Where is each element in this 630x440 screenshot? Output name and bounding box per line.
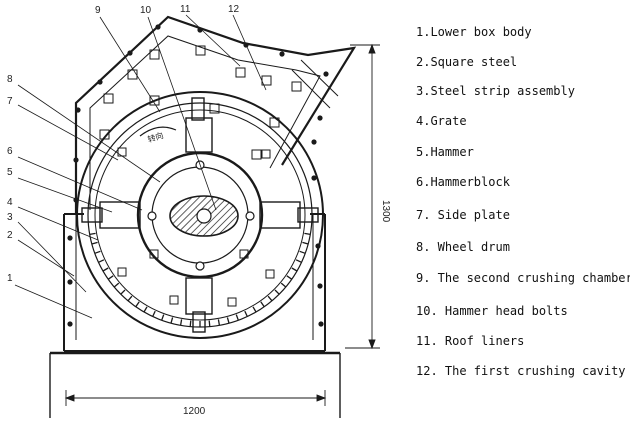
grate-bar: [235, 314, 239, 321]
grate-bar: [94, 250, 101, 254]
grate-bar: [120, 289, 126, 295]
callout-2: 2: [7, 230, 13, 241]
legend-item: 10. Hammer head bolts: [416, 304, 568, 318]
grate-bar: [98, 259, 105, 263]
legend-item: 12. The first crushing cavity: [416, 364, 626, 378]
grate-bar: [152, 310, 156, 317]
foundation: [49, 351, 341, 418]
callout-5: 5: [7, 167, 13, 178]
width-dimension: [64, 390, 327, 406]
grate-bar: [286, 275, 293, 280]
grate-bar: [274, 289, 280, 295]
grate-bar: [226, 317, 230, 324]
grate-bar: [135, 301, 140, 308]
grate-bar: [304, 232, 311, 236]
callout-8: 8: [7, 74, 13, 85]
legend-item: 11. Roof liners: [416, 334, 525, 348]
legend-item: 8. Wheel drum: [416, 240, 510, 254]
legend-item: 9. The second crushing chamber: [416, 271, 630, 285]
callout-10: 10: [140, 5, 152, 16]
grate-bar: [267, 295, 273, 302]
grate-bar: [217, 319, 221, 326]
legend-item: 7. Side plate: [416, 208, 510, 222]
grate-bars: [89, 232, 311, 327]
callout-6: 6: [7, 146, 13, 157]
legend-item: 4.Grate: [416, 114, 467, 128]
rotation-arrow: [139, 126, 177, 137]
grate-bar: [161, 314, 165, 321]
callout-7: 7: [7, 96, 13, 107]
height-dimension: [345, 43, 380, 350]
legend-item: 6.Hammerblock: [416, 175, 510, 189]
lower-box-body: [63, 213, 326, 352]
grate-ring: [76, 91, 324, 339]
grate-bar: [252, 306, 257, 313]
housing-bolts: [67, 24, 329, 327]
grate-bar: [295, 259, 302, 263]
roof-liners: [99, 45, 302, 160]
grate-bar: [299, 250, 306, 254]
grate-bar: [127, 295, 133, 302]
grate-bar: [244, 310, 248, 317]
callout-1: 1: [7, 273, 13, 284]
callout-11: 11: [180, 4, 191, 15]
grate-bar: [102, 267, 109, 272]
grate-bar: [302, 241, 309, 245]
callout-12: 12: [228, 4, 240, 15]
grate-bar: [260, 301, 265, 308]
grate-bar: [89, 232, 96, 236]
width-dimension-label: 1200: [183, 406, 206, 417]
legend-item: 2.Square steel: [416, 55, 518, 69]
second-crushing-chamber: [117, 147, 275, 307]
grate-bar: [113, 282, 120, 288]
leader-lines: [14, 14, 267, 319]
grate-bar: [107, 275, 114, 280]
main-shaft: [147, 160, 255, 271]
rotation-mark: 转向: [146, 130, 164, 144]
legend-item: 3.Steel strip assembly: [416, 84, 575, 98]
grate-bar: [170, 317, 174, 324]
grate-bar: [291, 267, 298, 272]
callout-9: 9: [95, 5, 101, 16]
height-dimension-label: 1300: [380, 200, 391, 223]
grate-bar: [91, 241, 98, 245]
grate-bar: [179, 319, 183, 326]
grate-bar: [189, 320, 192, 327]
callout-4: 4: [7, 197, 13, 208]
legend-item: 5.Hammer: [416, 145, 474, 159]
legend-item: 1.Lower box body: [416, 25, 532, 39]
grate-bar: [143, 306, 148, 313]
upper-housing: [74, 15, 357, 214]
grate-bar: [208, 320, 211, 327]
callout-3: 3: [7, 212, 13, 223]
hammers: [81, 97, 319, 333]
grate-bar: [280, 282, 287, 288]
